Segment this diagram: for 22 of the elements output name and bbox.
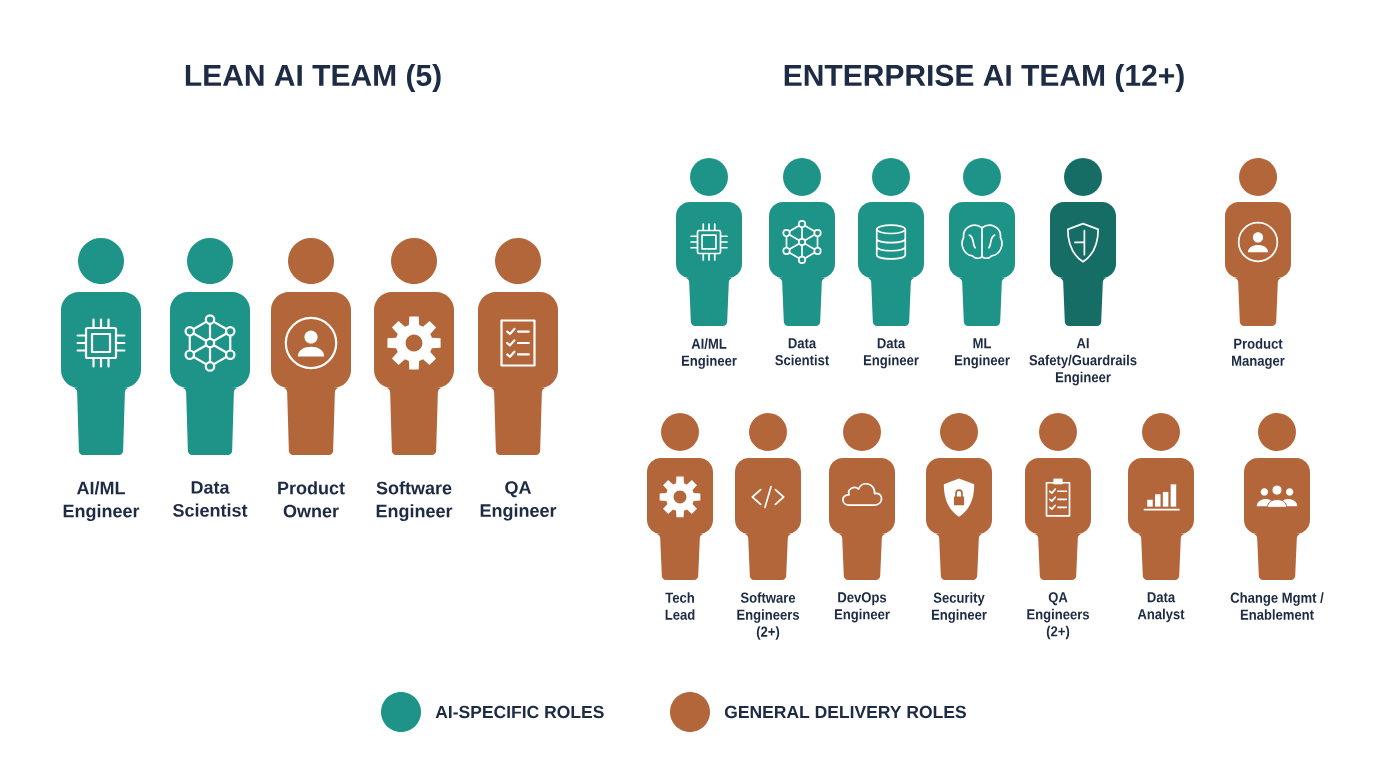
role-label: Data Analyst [1137, 592, 1185, 623]
legend-label: GENERAL DELIVERY ROLES [724, 705, 966, 719]
section-heading: ENTERPRISE AI TEAM (12+) [784, 64, 1184, 92]
role-label: QA Engineers (2+) [1027, 592, 1090, 640]
role-label: AI/ML Engineer [681, 338, 737, 369]
role-label: AI/ML Engineer [63, 481, 140, 522]
role-label: Product Owner [278, 481, 345, 518]
role-label: Software Engineers (2+) [737, 592, 800, 640]
role-label: Data Scientist [775, 338, 830, 366]
role-label: Product Manager [1232, 338, 1285, 369]
section-heading: LEAN AI TEAM (5) [185, 64, 441, 92]
role-label: ML Engineer [954, 338, 1010, 369]
role-label: Security Engineer [931, 592, 987, 623]
role-label: QA Engineer [480, 481, 557, 521]
role-label: Data Engineer [863, 338, 919, 369]
role-label: DevOps Engineer [834, 592, 890, 623]
role-label: Data Scientist [173, 481, 248, 517]
legend-label: AI-SPECIFIC ROLES [435, 705, 604, 719]
role-label: Change Mgmt / Enablement [1230, 592, 1324, 620]
role-label: Software Engineer [376, 481, 453, 522]
role-label: AI Safety/Guardrails Engineer [1029, 338, 1137, 386]
role-label: Tech Lead [665, 592, 695, 620]
